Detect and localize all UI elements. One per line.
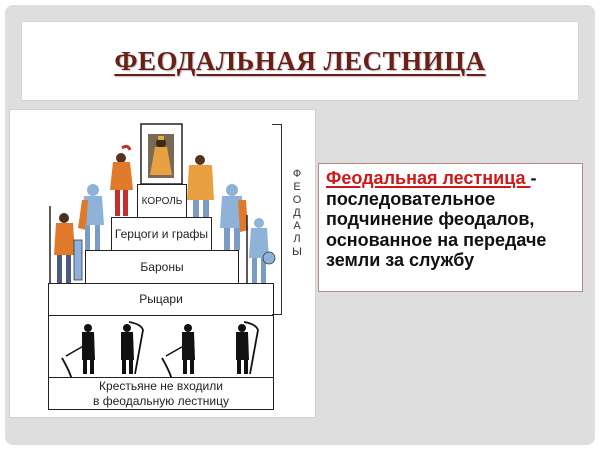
peasants-caption-line-1: Крестьяне не входили [99,378,223,393]
level-dukes-counts: Герцоги и графы [111,217,212,251]
king-figure [148,134,174,178]
feudal-lords-bracket [272,124,282,315]
count-figure-left [110,144,133,216]
slide-title: ФЕОДАЛЬНАЯ ЛЕСТНИЦА [114,45,486,76]
knight-figure-left-1 [78,184,104,250]
peasants-silhouettes [61,321,259,381]
title-box: ФЕОДАЛЬНАЯ ЛЕСТНИЦА [22,22,578,100]
definition-term: Феодальная лестница [326,168,531,188]
definition-box: Феодальная лестница - последовательное п… [318,163,583,292]
soldier-figure-left [49,206,83,283]
peasants-caption: Крестьяне не входили в феодальную лестни… [48,377,274,410]
level-knights: Рыцари [48,283,274,316]
knights-illustration [49,123,276,381]
level-barons: Бароны [85,250,239,284]
soldier-figure-right [246,215,276,283]
peasants-box [48,315,274,378]
definition-body: последовательное подчинение феодалов, ос… [326,188,547,271]
feudal-lords-label: ФЕОДАЛЫ [292,168,302,258]
duke-figure-right [187,155,214,217]
peasants-caption-line-2: в феодальную лестницу [93,393,229,408]
level-king: КОРОЛЬ [137,184,187,218]
knight-figure-right-1 [220,184,248,250]
feudal-ladder-figure: КОРОЛЬ Герцоги и графы Бароны Рыцари Кре… [10,110,315,417]
definition-dash: - [530,168,537,188]
